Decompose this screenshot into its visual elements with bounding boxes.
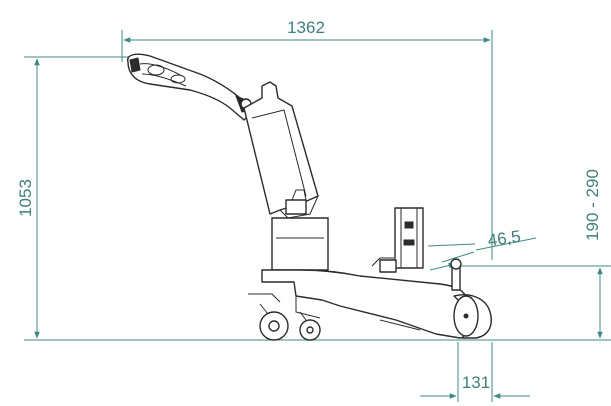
dimension-overall-length: 1362 bbox=[121, 18, 493, 260]
hitch-offset-label: 46,5 bbox=[487, 227, 522, 250]
overall-length-label: 1362 bbox=[287, 18, 325, 37]
lift-mast bbox=[371, 207, 424, 273]
main-body bbox=[271, 217, 329, 271]
hitch-post bbox=[450, 258, 462, 291]
wheel-offset-label: 131 bbox=[462, 373, 490, 392]
chassis bbox=[261, 269, 471, 339]
dimension-height-range: 190 - 290 bbox=[452, 169, 611, 339]
steering-column bbox=[243, 81, 319, 219]
tiller-handle bbox=[127, 53, 253, 121]
overall-height-label: 1053 bbox=[16, 179, 35, 217]
dimension-overall-height: 1053 bbox=[16, 56, 611, 341]
height-range-label: 190 - 290 bbox=[583, 169, 602, 241]
dimension-wheel-offset: 131 bbox=[420, 342, 530, 402]
caster-wheels bbox=[248, 293, 321, 341]
tug-machine bbox=[127, 53, 492, 341]
drive-wheel bbox=[453, 294, 492, 339]
dimension-hitch-offset: 46,5 bbox=[427, 227, 537, 271]
